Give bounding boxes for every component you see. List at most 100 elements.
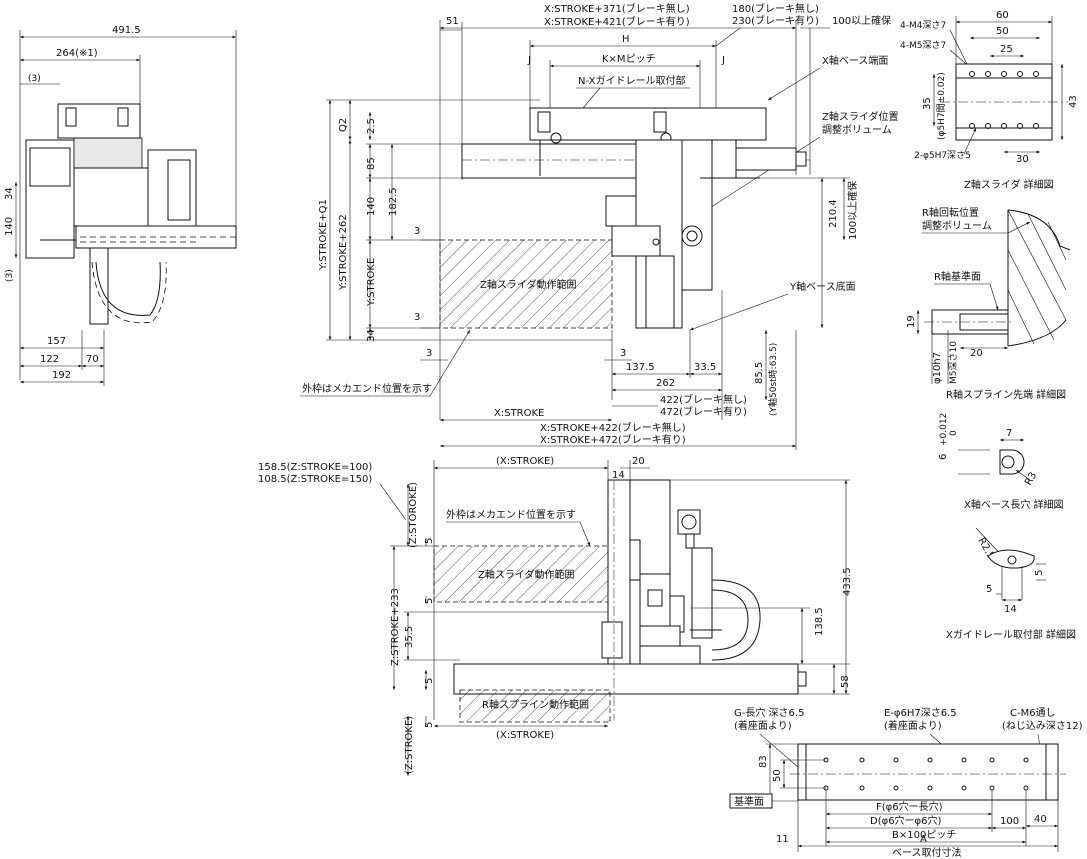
- label-y-base-bottom: Y軸ベース底面: [789, 280, 856, 293]
- caption-r-spline: R軸スプライン先端 詳細図: [946, 388, 1066, 401]
- dim-11: 11: [776, 834, 789, 845]
- dim-262: 262: [656, 378, 675, 389]
- dim-20-front: 20: [632, 456, 645, 467]
- dim-140: 140: [4, 217, 15, 236]
- label-z-range-front: Z軸スライダ動作範囲: [478, 568, 574, 581]
- dim-z-storoke: (Z:STOROKE): [408, 482, 419, 548]
- dim-60: 60: [996, 10, 1009, 21]
- dim-y-stroke: Y:STROKE: [366, 258, 377, 307]
- label-r-range: R軸スプライン動作範囲: [482, 698, 589, 711]
- label-h7-gap: (φ5H7間±0.02): [936, 72, 947, 140]
- dim-5-guide: 5: [986, 584, 992, 595]
- dim-5-a: 5: [424, 538, 435, 544]
- dim-x-stroke-371: X:STROKE+371(ブレーキ無し): [544, 2, 690, 15]
- dim-140-top: 140: [366, 197, 377, 216]
- dim-5-c: 5: [424, 678, 435, 684]
- z-slider-range-top: [439, 239, 613, 329]
- dim-f: F(φ6穴ー長穴): [876, 800, 943, 813]
- dim-a: A: [920, 834, 927, 845]
- dim-x-stroke: X:STROKE: [494, 408, 544, 419]
- label-phi5: 2-φ5H7深さ5: [914, 150, 971, 161]
- label-e-hole-2: (着座面より): [884, 719, 942, 732]
- label-e-hole-1: E-φ6H7深さ6.5: [884, 707, 957, 719]
- label-c-m6-2: (ねじ込み深さ12): [1002, 720, 1083, 732]
- top-view: X:STROKE+371(ブレーキ無し) X:STROKE+421(ブレーキ有り…: [300, 2, 898, 450]
- caption-x-slot: X軸ベース長穴 詳細図: [964, 498, 1064, 511]
- caption-z-slider: Z軸スライダ 詳細図: [964, 178, 1054, 191]
- dim-264: 264(※1): [56, 48, 98, 59]
- dim-tol: +0.012: [939, 413, 949, 446]
- label-phi10: φ10h7: [932, 352, 943, 384]
- dim-5-side: 5: [1034, 570, 1045, 576]
- r-spline-range: [459, 689, 611, 723]
- dim-85: 85: [366, 157, 377, 170]
- label-r-ref-face: R軸基準面: [934, 270, 981, 283]
- base-mount-view: G-長穴 深さ6.5 (着座面より) E-φ6H7深さ6.5 (着座面より) C…: [729, 706, 1083, 859]
- dim-x-stroke-472: X:STROKE+472(ブレーキ有り): [540, 433, 686, 446]
- dim-122: 122: [40, 354, 59, 365]
- dim-180: 180(ブレーキ無し): [732, 2, 819, 15]
- label-m4: 4-M4深さ7: [900, 20, 946, 31]
- dim-3-d: 3: [620, 348, 626, 359]
- dim-q2: Q2: [338, 118, 349, 132]
- dim-157: 157: [47, 336, 66, 347]
- front-view: 158.5(Z:STROKE=100) 108.5(Z:STROKE=150) …: [258, 456, 853, 776]
- dim-33-5: 33.5: [694, 362, 716, 373]
- caption-x-guide: Xガイドレール取付部 詳細図: [946, 628, 1076, 641]
- dim-3-c: 3: [426, 348, 432, 359]
- dim-3-a: 3: [414, 226, 420, 237]
- dim-y-q1: Y:STROKE+Q1: [318, 199, 329, 271]
- dim-83: 83: [758, 755, 769, 768]
- dim-5-d: 5: [424, 722, 435, 728]
- dim-192: 192: [52, 370, 71, 381]
- dim-y-262: Y:STROKE+262: [338, 214, 349, 291]
- label-c-m6-1: C-M6通し: [1010, 707, 1056, 719]
- dim-x-stroke-421: X:STROKE+421(ブレーキ有り): [544, 15, 690, 28]
- dim-z-stroke-bottom: (Z:STROKE): [404, 716, 415, 774]
- dim-z158-5: 158.5(Z:STROKE=100): [258, 462, 372, 473]
- dim-210-4: 210.4: [828, 199, 839, 228]
- dim-z-233: Z:STROKE+233: [390, 588, 401, 666]
- dim-491-5: 491.5: [112, 25, 141, 36]
- dim-50: 50: [996, 26, 1009, 37]
- dim-51: 51: [446, 16, 459, 27]
- label-r-vol-2: 調整ボリューム: [922, 219, 992, 232]
- label-m5: 4-M5深さ7: [900, 40, 946, 51]
- dim-137-5: 137.5: [626, 362, 655, 373]
- label-x-base-end: X軸ベース端面: [822, 54, 888, 67]
- dim-34-top: 34: [366, 329, 377, 342]
- label-z-slider-vol-1: Z軸スライダ位置: [822, 110, 898, 123]
- left-side-view: 491.5 264(※1) (3) 34 140 (3) 157 122 70: [4, 25, 237, 386]
- x-guide-detail: R2.5 5 14 5 Xガイドレール取付部 詳細図: [946, 527, 1076, 641]
- dim-r3: R3: [1023, 470, 1039, 487]
- label-m5-r: M5深さ10: [948, 341, 959, 384]
- label-n-x-guide: N-Xガイドレール取付部: [578, 74, 685, 87]
- dim-7: 7: [1006, 428, 1012, 439]
- dim-x-stroke-422: X:STROKE+422(ブレーキ無し): [540, 421, 686, 434]
- dim-3-side: (3): [5, 269, 15, 282]
- dim-3-b: 3: [414, 312, 420, 323]
- x-slot-detail: 6 +0.012 0 7 R3 X軸ベース長穴 詳細図: [938, 413, 1064, 511]
- dim-100-secure-v: 100以上確保: [846, 181, 859, 240]
- label-outer-frame-front: 外枠はメカエンド位置を示す: [446, 508, 576, 521]
- dim-34: 34: [4, 187, 15, 200]
- dim-20-r: 20: [970, 348, 983, 359]
- label-g-slot-1: G-長穴 深さ6.5: [734, 706, 804, 719]
- dim-j-right: J: [721, 55, 725, 66]
- dim-2-5: 2.5: [366, 118, 377, 134]
- dim-5-b: 5: [424, 598, 435, 604]
- dim-50-base: 50: [772, 769, 783, 782]
- dim-138-5: 138.5: [814, 607, 825, 636]
- z-slider-detail: 60 50 25 4-M4深さ7 4-M5深さ7 35 (φ5H7間±0.02)…: [900, 10, 1079, 191]
- dim-35-5: 35.5: [404, 626, 415, 648]
- dim-70: 70: [86, 354, 99, 365]
- label-g-slot-2: (着座面より): [734, 719, 792, 732]
- dim-433-5: 433.5: [842, 567, 853, 596]
- dim-25: 25: [1000, 44, 1013, 55]
- dim-100-base: 100: [1000, 816, 1019, 827]
- dim-x-stroke-front: (X:STROKE): [496, 456, 554, 467]
- dim-19: 19: [906, 315, 917, 328]
- dim-182-5: 182.5: [388, 187, 399, 216]
- dim-j-left: J: [527, 55, 531, 66]
- dim-tol0: 0: [949, 430, 959, 436]
